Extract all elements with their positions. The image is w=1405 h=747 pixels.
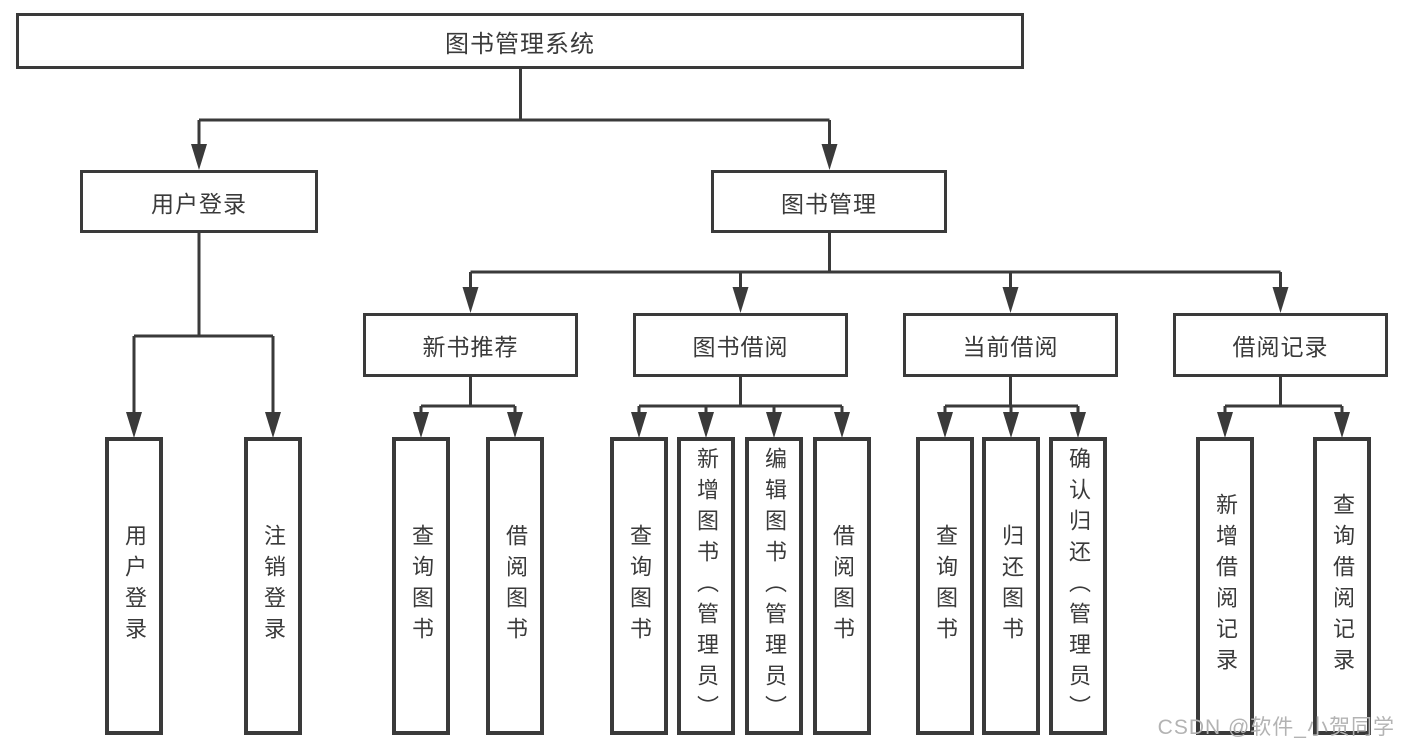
arrowhead-down-icon — [1002, 287, 1019, 313]
node-borrow-records: 借阅记录 — [1173, 313, 1388, 377]
leaf-logout: 注销登录 — [244, 437, 302, 735]
edge-root-to-level2 — [197, 69, 831, 150]
node-user-login: 用户登录 — [80, 170, 318, 233]
arrowhead-down-icon — [766, 412, 782, 438]
arrowhead-down-icon — [698, 412, 714, 438]
arrowhead-down-icon — [732, 287, 749, 313]
leaf-query-books-current: 查询图书 — [916, 437, 974, 735]
leaf-query-books-recommend: 查询图书 — [392, 437, 450, 735]
leaf-query-borrow-record: 查询借阅记录 — [1313, 437, 1371, 735]
arrowheads — [126, 144, 1350, 438]
arrowhead-down-icon — [462, 287, 479, 313]
leaf-borrow-books-recommend: 借阅图书 — [486, 437, 544, 735]
edge-new-book-recommend-subtree — [419, 377, 517, 416]
node-book-management: 图书管理 — [711, 170, 947, 233]
leaf-confirm-return-admin: 确认归还（管理员） — [1049, 437, 1107, 735]
leaf-add-book-admin: 新增图书（管理员） — [677, 437, 735, 735]
arrowhead-down-icon — [1334, 412, 1350, 438]
leaf-query-books-borrow: 查询图书 — [610, 437, 668, 735]
leaf-return-book: 归还图书 — [982, 437, 1040, 735]
node-book-borrow: 图书借阅 — [633, 313, 848, 377]
node-new-book-recommend: 新书推荐 — [363, 313, 578, 377]
edge-book-borrow-subtree — [637, 377, 844, 416]
arrowhead-down-icon — [191, 144, 207, 170]
csdn-watermark: CSDN @软件_小贺同学 — [1157, 716, 1395, 739]
arrowhead-down-icon — [821, 144, 838, 170]
leaf-user-login: 用户登录 — [105, 437, 163, 735]
leaf-add-borrow-record: 新增借阅记录 — [1196, 437, 1254, 735]
edge-book-management-subtree — [469, 233, 1282, 292]
arrowhead-down-icon — [631, 412, 647, 438]
edge-user-login-subtree — [132, 233, 275, 416]
arrowhead-down-icon — [126, 412, 142, 438]
arrowhead-down-icon — [265, 412, 281, 438]
arrowhead-down-icon — [834, 412, 850, 438]
arrowhead-down-icon — [507, 412, 523, 438]
edges — [132, 69, 1344, 416]
edge-current-borrow-subtree — [943, 377, 1080, 416]
arrowhead-down-icon — [937, 412, 953, 438]
node-current-borrow: 当前借阅 — [903, 313, 1118, 377]
arrowhead-down-icon — [1217, 412, 1233, 438]
arrowhead-down-icon — [1272, 287, 1289, 313]
arrowhead-down-icon — [413, 412, 429, 438]
leaf-edit-book-admin: 编辑图书（管理员） — [745, 437, 803, 735]
arrowhead-down-icon — [1070, 412, 1086, 438]
leaf-borrow-books: 借阅图书 — [813, 437, 871, 735]
edge-borrow-records-subtree — [1223, 377, 1344, 416]
arrowhead-down-icon — [1003, 412, 1019, 438]
node-library-system: 图书管理系统 — [16, 13, 1024, 69]
